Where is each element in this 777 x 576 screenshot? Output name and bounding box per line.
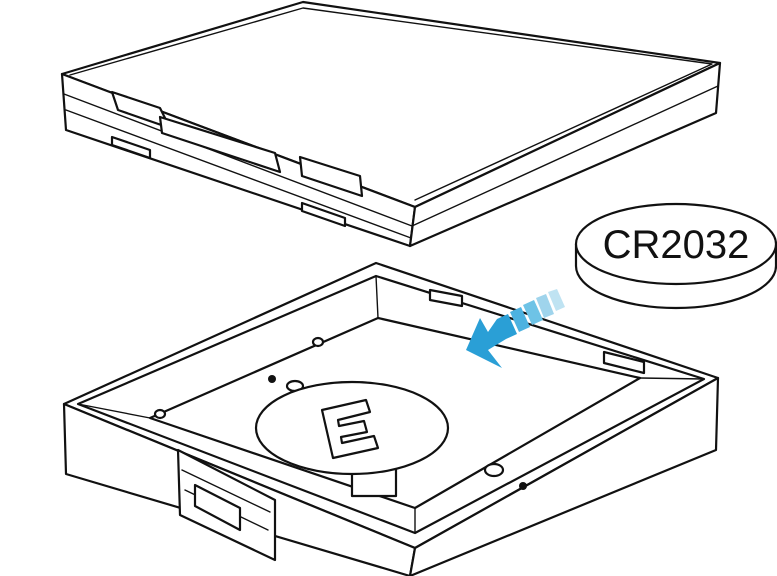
base-housing [62, 261, 720, 576]
battery-cr2032: CR2032 [574, 202, 777, 310]
top-cover-right-side [408, 61, 722, 248]
arrow-down-left-icon [466, 289, 565, 368]
battery-label: CR2032 [603, 223, 750, 267]
base-front-notch [176, 448, 277, 562]
e-mark-icon [320, 398, 380, 460]
battery-holder [254, 380, 450, 498]
floor-hole-2 [519, 482, 527, 490]
floor-hole-1 [268, 375, 276, 383]
base-slots [428, 288, 646, 375]
top-cover-face [60, 0, 722, 209]
base-right-wall [408, 376, 720, 576]
top-cover-clips [110, 90, 364, 228]
top-cover [60, 0, 722, 248]
